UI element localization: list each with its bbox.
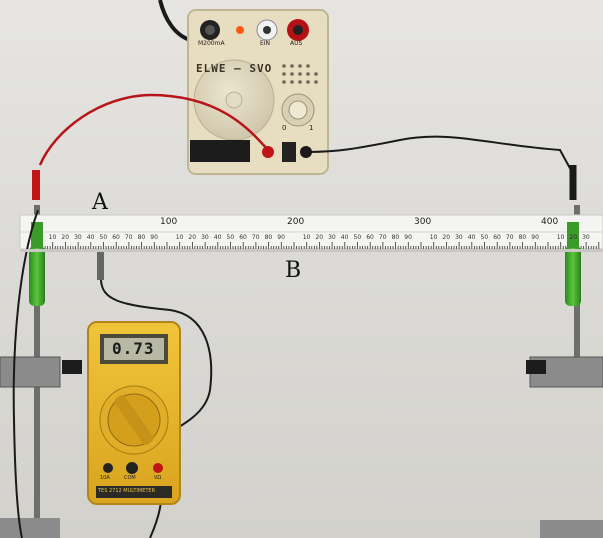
ps-label-knob1: M200mA (198, 40, 225, 47)
ruler-minor-label: 20 (61, 234, 70, 241)
multimeter-brand: TES 2712 MULTIMETER (98, 488, 156, 494)
ruler-label-200: 200 (287, 217, 305, 227)
multimeter (87, 321, 181, 505)
ruler-minor-label: 10 (175, 234, 184, 241)
ruler-minor-label: 20 (315, 234, 324, 241)
ps-brand-name: ELWE – SVO (196, 62, 273, 75)
ruler-minor-label: 70 (251, 234, 260, 241)
label-point-b: B (285, 258, 302, 283)
ruler-minor-label: 80 (264, 234, 273, 241)
ruler-minor-label: 60 (493, 234, 501, 241)
ruler-minor-label: 20 (442, 234, 451, 241)
ps-label-row: M200mA EIN AUS (198, 40, 302, 54)
ruler-minor-label: 40 (213, 234, 222, 241)
jack-label-10a: 10A (100, 475, 110, 481)
ruler-minor-label: 10 (48, 234, 57, 241)
ruler-minor-label: 30 (74, 234, 82, 241)
ruler-minor-label: 70 (505, 234, 514, 241)
ruler-minor-label: 80 (518, 234, 527, 241)
ruler-label-300: 300 (414, 217, 432, 227)
indicator-lamp (236, 26, 244, 34)
power-supply (187, 9, 329, 175)
meter-ruler (19, 214, 603, 250)
jack-label-com: COM (124, 475, 136, 481)
ruler-minor-label: 80 (137, 234, 146, 241)
ruler-label-400: 400 (541, 217, 559, 227)
ruler-minor-label: 90 (150, 234, 158, 241)
ruler-minor-label: 30 (455, 234, 463, 241)
ruler-minor-label: 30 (328, 234, 336, 241)
ruler-minor-label: 70 (124, 234, 133, 241)
ruler-minor-label: 30 (582, 234, 590, 241)
ruler-minor-label: 60 (239, 234, 247, 241)
ruler-minor-label: 60 (366, 234, 374, 241)
ruler-minor-label: 50 (353, 234, 362, 241)
ruler-minor-label: 40 (340, 234, 349, 241)
multimeter-display: 0.73 (112, 339, 155, 358)
ruler-minor-label: 10 (429, 234, 438, 241)
ruler-minor-label: 60 (112, 234, 120, 241)
ruler-label-100: 100 (160, 217, 178, 227)
ps-label-knob2: EIN (260, 40, 271, 47)
ps-label-knob3: AUS (290, 40, 303, 47)
ruler-minor-label: 90 (404, 234, 412, 241)
ruler-minor-label: 80 (391, 234, 400, 241)
ruler-minor-label: 10 (302, 234, 311, 241)
ruler-minor-label: 20 (188, 234, 197, 241)
ruler-minor-label: 40 (86, 234, 95, 241)
ruler-minor-labels: 10 20 30 40 50 60 70 80 90 10 20 30 40 50 60 70 80 90 10 20… (0, 234, 603, 244)
ruler-minor-label: 70 (378, 234, 387, 241)
ruler-minor-label: 20 (569, 234, 578, 241)
ruler-minor-label: 50 (480, 234, 489, 241)
ruler-minor-label: 30 (201, 234, 209, 241)
jack-label-v: VΩ (154, 475, 162, 481)
ruler-minor-label: 50 (99, 234, 108, 241)
ruler-minor-label: 10 (556, 234, 565, 241)
label-point-a: A (92, 190, 108, 215)
ps-dial-tick-a: 0 (282, 124, 287, 132)
ruler-minor-label: 40 (467, 234, 476, 241)
ps-dial-tick-b: 1 (309, 124, 314, 132)
ruler-minor-label: 90 (531, 234, 539, 241)
ruler-minor-label: 50 (226, 234, 235, 241)
ruler-minor-label: 90 (277, 234, 285, 241)
